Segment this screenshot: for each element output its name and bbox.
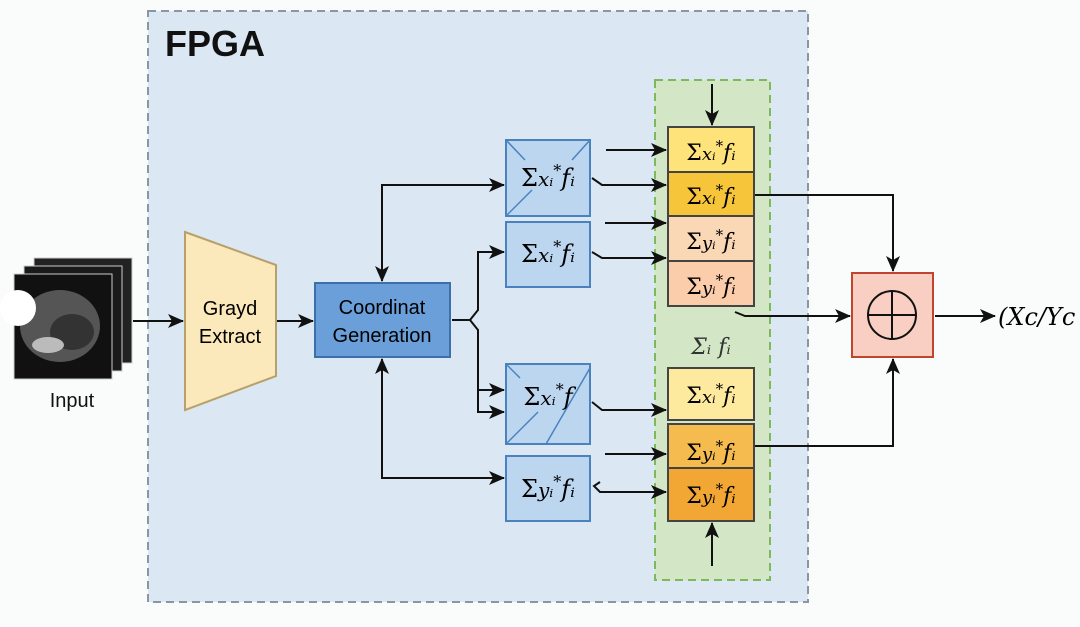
acc-lower-1: Σyᵢ*fᵢ	[686, 437, 735, 466]
gray-extract-line1: Grayd	[203, 298, 257, 320]
acc-lower-0: Σxᵢ*fᵢ	[686, 380, 735, 409]
circle-plus-icon	[867, 290, 917, 340]
acc-lower-label: Σᵢ fᵢ	[690, 335, 731, 360]
input-image-stack	[0, 257, 133, 380]
svg-text:Σyᵢ*fᵢ: Σyᵢ*fᵢ	[521, 472, 575, 503]
fpga-title: FPGA	[165, 23, 265, 64]
gray-extract-block	[184, 230, 277, 412]
blue-block-3: Σyᵢ*fᵢ	[505, 455, 591, 522]
gray-extract-line2: Extract	[199, 326, 262, 348]
sum-symbol: ⊕	[0, 0, 1, 1]
coordinate-generation-block	[314, 282, 451, 358]
acc-lower-2: Σyᵢ*fᵢ	[686, 480, 735, 509]
blue-block-0: Σxᵢ*fᵢ	[505, 139, 591, 217]
accumulator-upper	[667, 126, 755, 307]
acc-upper-2: Σyᵢ*fᵢ	[686, 226, 735, 255]
svg-text:Σxᵢ*fᵢ: Σxᵢ*fᵢ	[521, 237, 575, 268]
output-label: (Xc/Yc	[998, 303, 1075, 331]
input-label: Input	[50, 390, 95, 412]
svg-text:Σxᵢ*fᵢ: Σxᵢ*fᵢ	[521, 161, 575, 192]
acc-upper-0: Σxᵢ*fᵢ	[686, 137, 735, 166]
accumulator-lower	[667, 367, 755, 522]
connector-arrows	[133, 84, 996, 566]
acc-upper-3: Σyᵢ*fᵢ	[686, 271, 735, 300]
coord-gen-line1: Coordinat	[339, 297, 426, 319]
blue-block-2: Σxᵢ*f	[505, 363, 591, 445]
acc-upper-1: Σxᵢ*fᵢ	[686, 181, 735, 210]
coord-gen-line2: Generation	[333, 325, 432, 347]
blue-block-1: Σxᵢ*fᵢ	[505, 221, 591, 288]
